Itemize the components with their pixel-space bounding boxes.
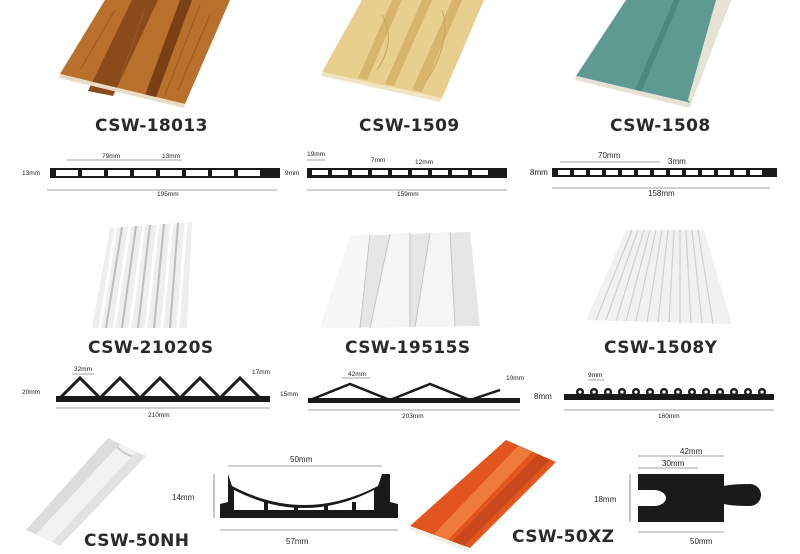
product-code: CSW-1508 — [610, 116, 711, 136]
dim-rib: 9mm — [588, 372, 602, 379]
panel-image-csw-18013 — [59, 0, 230, 108]
dim-width: 57mm — [286, 537, 309, 546]
profile-drawing-csw-1509: 9mm 19mm 7mm 12mm 159mm — [285, 151, 507, 198]
dim-width: 159mm — [397, 191, 419, 198]
panel-image-csw-1508 — [575, 0, 731, 108]
dim-gap: 12mm — [415, 159, 433, 166]
panel-image-csw-50xz — [410, 440, 556, 552]
dim-gap: 3mm — [668, 157, 686, 166]
profile-drawing-csw-1508: 8mm 70mm 3mm 158mm — [530, 151, 777, 198]
dim-groove: 7mm — [371, 157, 385, 164]
dim-width: 203mm — [402, 413, 424, 420]
product-code: CSW-50XZ — [512, 527, 615, 547]
dim-width: 160mm — [658, 413, 680, 420]
dim-height: 18mm — [594, 495, 617, 504]
product-code: CSW-21020S — [88, 338, 214, 358]
product-code: CSW-19515S — [345, 338, 471, 358]
dim-top: 42mm — [680, 447, 703, 456]
product-code: CSW-1509 — [359, 116, 460, 136]
dim-width: 195mm — [157, 191, 179, 198]
dim-rib: 70mm — [598, 151, 621, 160]
product-code: CSW-1508Y — [604, 338, 718, 358]
dim-height: 14mm — [172, 493, 195, 502]
dim-rib: 79mm — [102, 153, 120, 160]
product-code: CSW-50NH — [84, 531, 190, 551]
dim-rib: 19mm — [307, 151, 325, 158]
profile-drawing-csw-19515s: 15mm 42mm 10mm 203mm — [280, 371, 524, 420]
profile-drawing-csw-50nh: 50mm 14mm 57mm — [172, 455, 398, 546]
profile-drawing-csw-18013: 13mm 79mm 13mm 195mm — [22, 153, 280, 198]
panel-image-csw-19515s — [320, 231, 480, 329]
dim-height: 15mm — [280, 391, 298, 398]
dim-height: 9mm — [285, 170, 299, 177]
panel-image-csw-1508y — [586, 229, 732, 325]
panel-image-csw-50nh — [26, 438, 146, 546]
dim-rib: 32mm — [74, 366, 92, 373]
dim-edge: 10mm — [506, 375, 524, 382]
dim-inner: 30mm — [662, 459, 685, 468]
profile-drawing-csw-21020s: 20mm 32mm 17mm 210mm — [22, 366, 270, 419]
dim-width: 158mm — [648, 189, 675, 198]
panel-image-csw-1509 — [322, 0, 484, 102]
profile-drawing-csw-1508y: 8mm 9mm 160mm — [534, 372, 774, 420]
dim-height: 20mm — [22, 389, 40, 396]
dim-gap: 13mm — [162, 153, 180, 160]
panel-image-csw-21020s — [92, 222, 192, 329]
dim-edge: 17mm — [252, 369, 270, 376]
dim-width: 50mm — [690, 537, 713, 546]
product-code: CSW-18013 — [95, 116, 208, 136]
profile-drawing-csw-50xz: 42mm 30mm 18mm 50mm — [594, 447, 761, 546]
dim-top: 50mm — [290, 455, 313, 464]
dim-rib: 42mm — [348, 371, 366, 378]
dim-height: 13mm — [22, 170, 40, 177]
dim-width: 210mm — [148, 412, 170, 419]
dim-height: 8mm — [530, 168, 548, 177]
dim-height: 8mm — [534, 392, 552, 401]
